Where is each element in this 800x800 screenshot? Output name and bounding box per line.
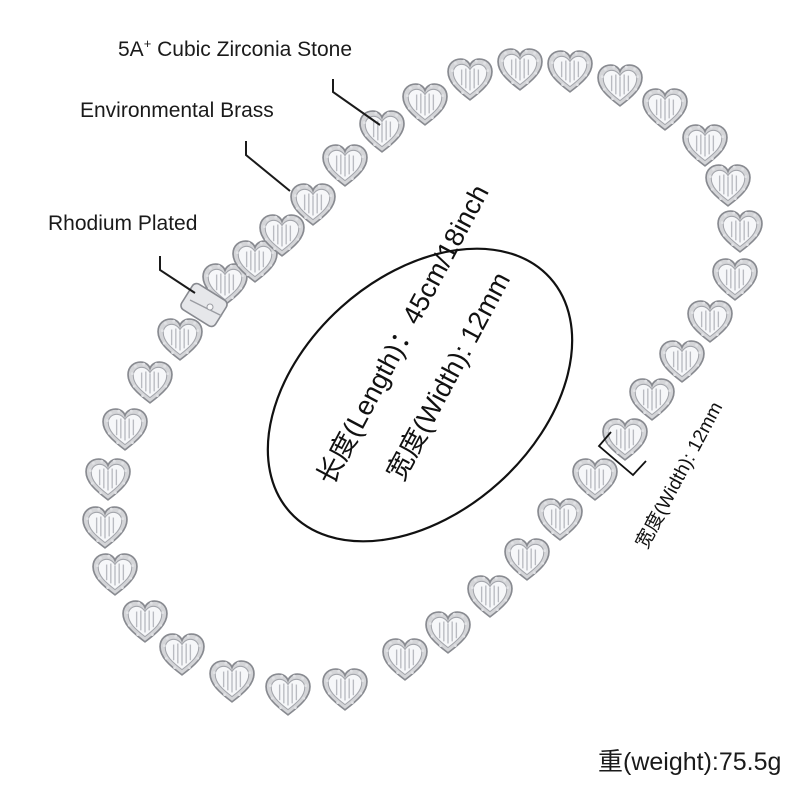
spec-ellipse (266, 247, 574, 543)
heart-link (642, 88, 688, 131)
heart-link (447, 58, 493, 101)
stone-callout-label: 5A+ Cubic Zirconia Stone (118, 36, 353, 61)
heart-link (159, 633, 205, 676)
heart-link (265, 673, 311, 716)
heart-link (82, 506, 128, 549)
callout-lines (159, 79, 381, 294)
heart-link (682, 124, 728, 167)
heart-link (687, 300, 733, 343)
heart-link (209, 660, 255, 703)
heart-link (359, 110, 405, 153)
heart-link (425, 611, 471, 654)
heart-link (597, 64, 643, 107)
heart-link (467, 575, 513, 618)
heart-link (382, 638, 428, 681)
heart-link (322, 668, 368, 711)
heart-link (712, 258, 758, 301)
heart-link (102, 408, 148, 451)
heart-link (322, 144, 368, 187)
heart-link (537, 498, 583, 541)
heart-link (157, 318, 203, 361)
rhodium-callout-line (159, 256, 196, 294)
brass-callout-label: Environmental Brass (80, 99, 274, 122)
heart-link (122, 600, 168, 643)
heart-link (602, 418, 648, 461)
width-bracket (597, 431, 647, 477)
heart-link (705, 164, 751, 207)
heart-link (629, 378, 675, 421)
heart-link (717, 210, 763, 253)
heart-link (504, 538, 550, 581)
heart-link (85, 458, 131, 501)
heart-link (127, 361, 173, 404)
brass-callout-line (245, 141, 291, 192)
rhodium-callout-label: Rhodium Plated (48, 212, 198, 235)
heart-link (547, 50, 593, 93)
heart-link (402, 83, 448, 126)
weight-label: 重(weight):75.5g (598, 748, 782, 776)
clasp (180, 282, 228, 328)
heart-link (659, 340, 705, 383)
stone-callout-line (332, 79, 381, 126)
heart-link (92, 553, 138, 596)
heart-link (572, 458, 618, 501)
heart-link (497, 48, 543, 91)
